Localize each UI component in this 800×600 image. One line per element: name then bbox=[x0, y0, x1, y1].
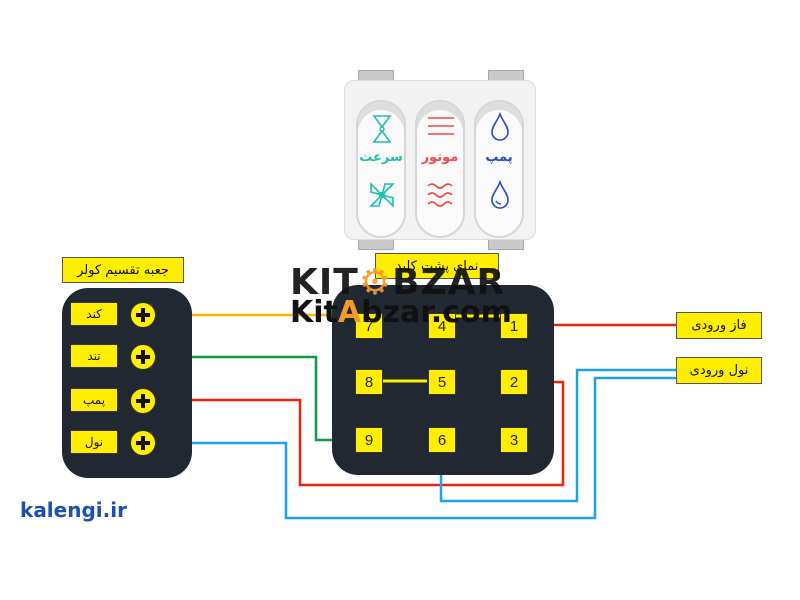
wire-neutral-to-input bbox=[158, 376, 676, 520]
terminal-8: 8 bbox=[355, 369, 383, 395]
motor-lines-icon bbox=[428, 117, 454, 135]
screw-terminal-slow-icon bbox=[130, 302, 156, 328]
terminal-6: 6 bbox=[428, 427, 456, 453]
watermark-text-a: KIT bbox=[290, 262, 359, 303]
screw-terminal-fast-icon bbox=[130, 344, 156, 370]
terminal-7: 7 bbox=[355, 313, 383, 339]
rocker-speed: سرعت bbox=[356, 100, 406, 238]
fan-speed-icon bbox=[372, 115, 392, 143]
water-drop-icon bbox=[491, 112, 509, 141]
terminal-3: 3 bbox=[500, 427, 528, 453]
watermark-url-a: Kit bbox=[290, 295, 338, 330]
watermark-url-accent: A bbox=[337, 295, 362, 330]
screw-terminal-pump-icon bbox=[130, 388, 156, 414]
watermark-kitabzar-logo: KIT⚙BZAR bbox=[290, 262, 505, 303]
cooler-label-neutral: نول bbox=[70, 430, 118, 454]
wire-pump-to-2 bbox=[158, 380, 565, 487]
cooler-label-slow: کند bbox=[70, 302, 118, 326]
rocker-pump-label: پمپ bbox=[485, 150, 513, 165]
watermark-kitabzar-url: KitAbzar.com bbox=[290, 295, 512, 330]
wire-6-to-input-neutral bbox=[439, 368, 676, 503]
rocker-motor: موتور bbox=[415, 100, 465, 238]
rocker-speed-label: سرعت bbox=[359, 150, 403, 165]
cooler-box-title: جعبه تقسیم کولر bbox=[62, 257, 184, 283]
kalengi-logo: kalengi.ir bbox=[20, 498, 127, 522]
water-drop-icon-2 bbox=[491, 180, 509, 209]
screw-terminal-neutral-icon bbox=[130, 430, 156, 456]
terminal-2: 2 bbox=[500, 369, 528, 395]
gear-icon: ⚙ bbox=[358, 262, 393, 303]
terminal-1: 1 bbox=[500, 313, 528, 339]
kalengi-k-icon: k bbox=[20, 498, 34, 522]
watermark-text-b: BZAR bbox=[392, 262, 506, 303]
phase-input-label: فاز ورودی bbox=[676, 312, 762, 339]
neutral-input-label: نول ورودی bbox=[676, 357, 762, 384]
wave-lines-icon bbox=[427, 183, 453, 207]
cooler-label-fast: تند bbox=[70, 344, 118, 368]
back-view-title: نمای پشت کلید bbox=[375, 253, 499, 279]
cooler-label-pump: پمپ bbox=[70, 388, 118, 412]
watermark-url-b: bzar.com bbox=[361, 295, 512, 330]
terminal-4: 4 bbox=[428, 313, 456, 339]
fan-icon bbox=[369, 182, 395, 208]
terminal-9: 9 bbox=[355, 427, 383, 453]
terminal-5: 5 bbox=[428, 369, 456, 395]
switch-front-photo: سرعت موتور پمپ bbox=[344, 80, 536, 240]
kalengi-text: alengi.ir bbox=[33, 498, 127, 522]
rocker-motor-label: موتور bbox=[421, 150, 459, 165]
rocker-pump: پمپ bbox=[474, 100, 524, 238]
